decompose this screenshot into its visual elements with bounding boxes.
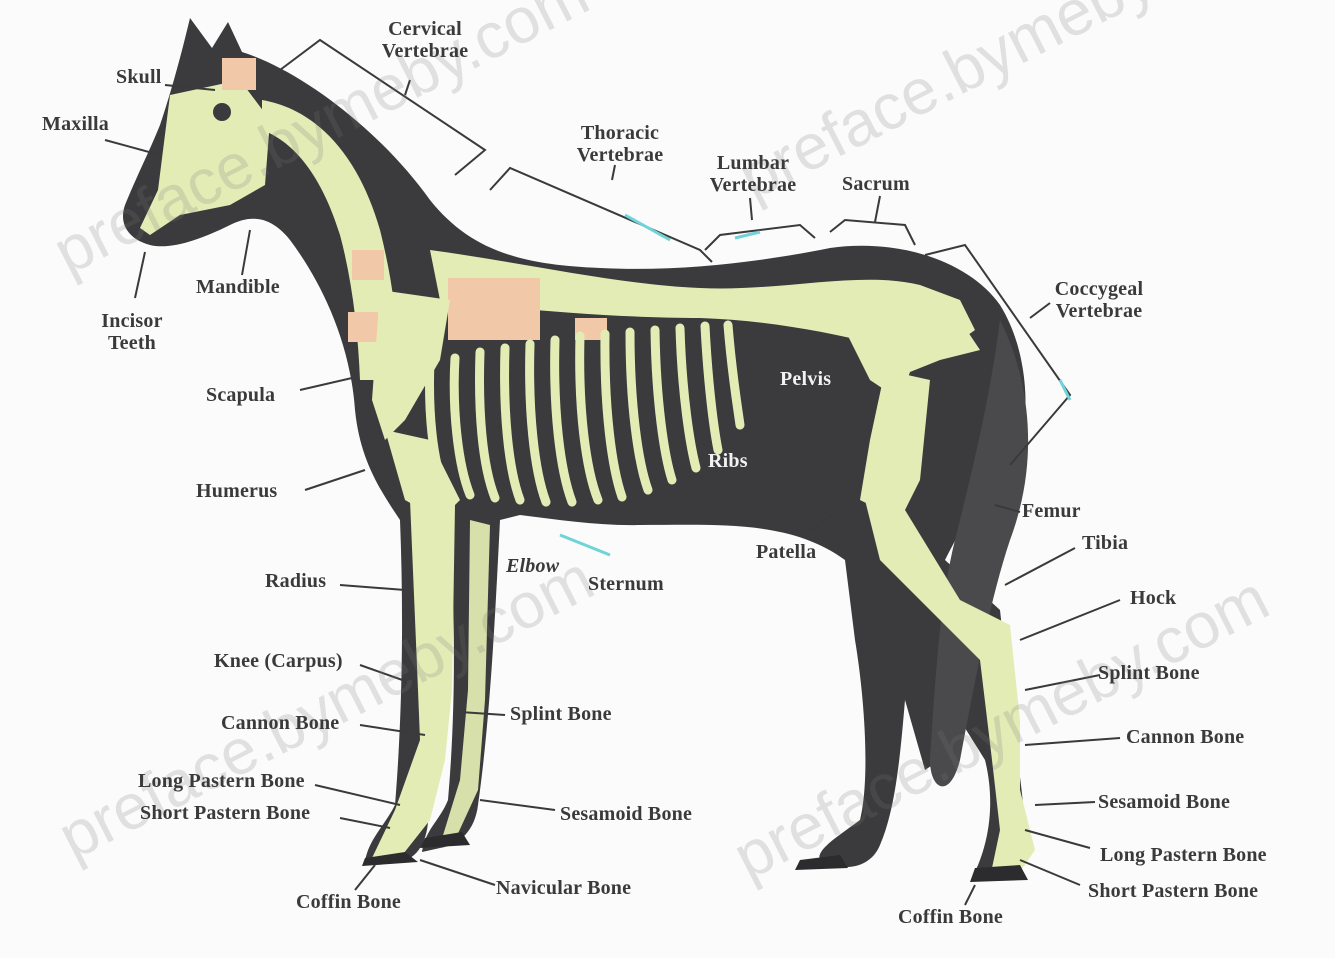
label-sternum: Sternum: [588, 573, 664, 595]
label-coccygeal-line-2: Vertebrae: [1044, 300, 1154, 322]
label-navicular: Navicular Bone: [496, 877, 631, 899]
label-lumbar-vertebrae: Lumbar Vertebrae: [698, 152, 808, 196]
label-coffin-hind: Coffin Bone: [898, 906, 1003, 928]
label-long-pastern-front: Long Pastern Bone: [138, 770, 305, 792]
label-sesamoid-hind: Sesamoid Bone: [1098, 791, 1230, 813]
label-incisor-teeth: Incisor Teeth: [92, 310, 172, 354]
label-humerus: Humerus: [196, 480, 277, 502]
label-hock: Hock: [1130, 587, 1176, 609]
neck-cartilage-2: [348, 312, 378, 342]
label-mandible: Mandible: [196, 276, 280, 298]
label-thoracic-line-1: Thoracic: [565, 122, 675, 144]
label-tibia: Tibia: [1082, 532, 1128, 554]
label-cervical-line-1: Cervical: [370, 18, 480, 40]
label-long-pastern-hind: Long Pastern Bone: [1100, 844, 1267, 866]
label-sesamoid-front: Sesamoid Bone: [560, 803, 692, 825]
label-incisor-line-1: Incisor: [92, 310, 172, 332]
label-coccygeal-line-1: Coccygeal: [1044, 278, 1154, 300]
label-cannon-bone-front: Cannon Bone: [221, 712, 339, 734]
label-thoracic-vertebrae: Thoracic Vertebrae: [565, 122, 675, 166]
label-cervical-line-2: Vertebrae: [370, 40, 480, 62]
label-radius: Radius: [265, 570, 326, 592]
label-ribs: Ribs: [708, 450, 748, 472]
eye-socket: [213, 103, 231, 121]
label-skull: Skull: [116, 66, 161, 88]
skull-cartilage: [222, 58, 256, 90]
withers-cartilage: [448, 278, 540, 340]
label-patella: Patella: [756, 541, 816, 563]
label-lumbar-line-2: Vertebrae: [698, 174, 808, 196]
label-splint-bone-hind: Splint Bone: [1098, 662, 1200, 684]
label-elbow: Elbow: [506, 555, 559, 577]
label-splint-bone-front: Splint Bone: [510, 703, 612, 725]
label-coffin-front: Coffin Bone: [296, 891, 401, 913]
label-short-pastern-hind: Short Pastern Bone: [1088, 880, 1258, 902]
label-lumbar-line-1: Lumbar: [698, 152, 808, 174]
label-short-pastern-front: Short Pastern Bone: [140, 802, 310, 824]
label-knee-carpus: Knee (Carpus): [214, 650, 343, 672]
label-sacrum: Sacrum: [842, 173, 910, 195]
label-femur: Femur: [1022, 500, 1081, 522]
label-pelvis: Pelvis: [780, 368, 831, 390]
label-cervical-vertebrae: Cervical Vertebrae: [370, 18, 480, 62]
label-scapula: Scapula: [206, 384, 275, 406]
neck-cartilage-1: [352, 250, 384, 280]
label-thoracic-line-2: Vertebrae: [565, 144, 675, 166]
label-cannon-bone-hind: Cannon Bone: [1126, 726, 1244, 748]
label-maxilla: Maxilla: [42, 113, 109, 135]
label-incisor-line-2: Teeth: [92, 332, 172, 354]
label-coccygeal-vertebrae: Coccygeal Vertebrae: [1044, 278, 1154, 322]
